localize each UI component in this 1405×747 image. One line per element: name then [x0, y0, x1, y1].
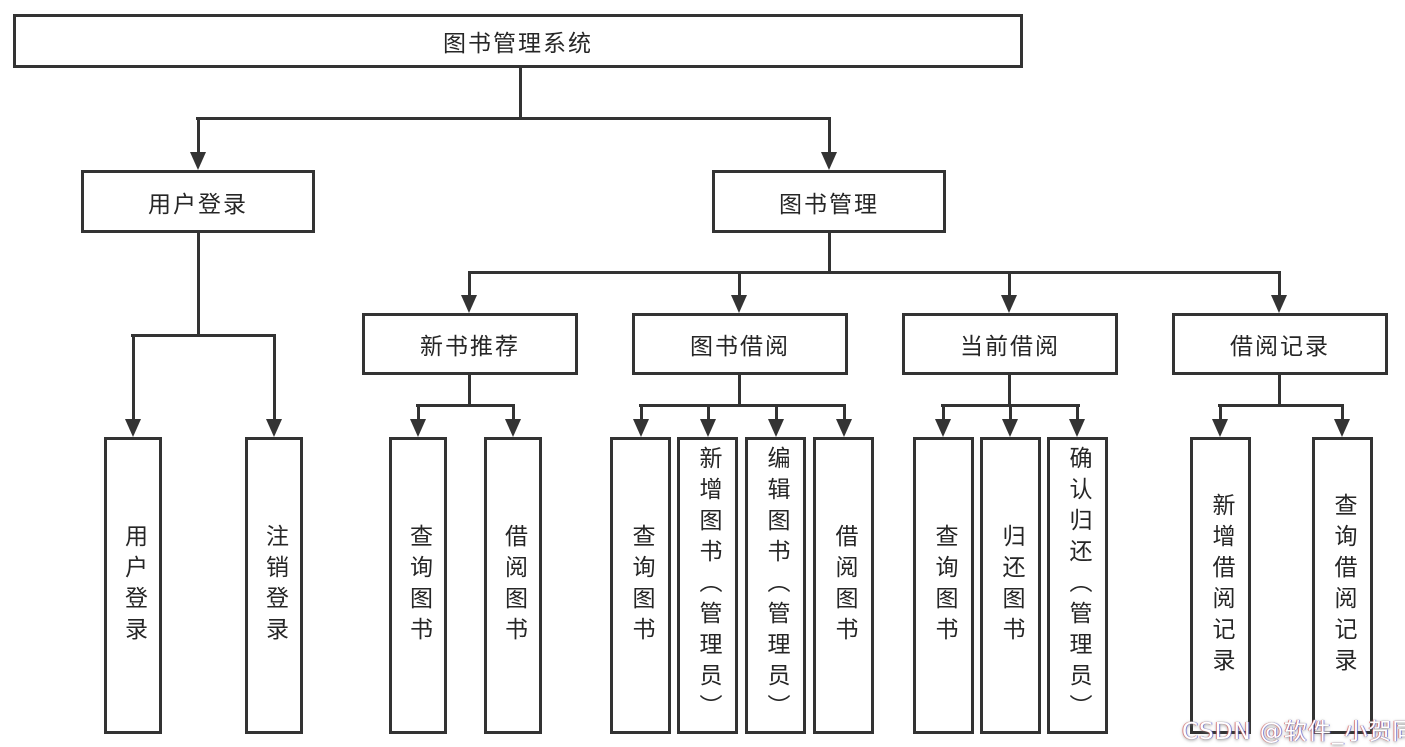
leaf-label: 查询图书 — [405, 523, 432, 648]
leaf-label: 查询图书 — [931, 523, 957, 648]
connector-arrow-stub — [774, 405, 778, 421]
leaf-edit-book-admin: 编辑图书（管理员） — [745, 437, 806, 734]
connector-line-vertical — [467, 375, 471, 407]
leaf-logout: 注销登录 — [245, 437, 303, 734]
csdn-watermark: CSDN @软件_小贺同学 — [1182, 719, 1405, 745]
leaf-label: 用户登录 — [120, 523, 147, 648]
leaf-label: 归还图书 — [998, 523, 1024, 648]
node-borrowing-records: 借阅记录 — [1172, 313, 1388, 375]
arrowhead-icon — [935, 419, 951, 437]
connector-line-horizontal — [1218, 403, 1344, 407]
node-current-borrowing: 当前借阅 — [902, 313, 1118, 375]
node-label: 图书借阅 — [690, 334, 790, 360]
arrowhead-icon — [836, 419, 852, 437]
leaf-label: 借阅图书 — [500, 523, 527, 648]
leaf-return-book: 归还图书 — [980, 437, 1041, 734]
arrowhead-icon — [633, 419, 649, 437]
arrowhead-icon — [266, 419, 282, 437]
arrowhead-icon — [1002, 419, 1018, 437]
leaf-label: 新增借阅记录 — [1208, 492, 1234, 679]
connector-arrow-stub — [639, 405, 643, 421]
connector-arrow-stub — [941, 405, 945, 421]
node-library-management-system: 图书管理系统 — [13, 14, 1023, 68]
arrowhead-icon — [1212, 419, 1228, 437]
leaf-query-books-3: 查询图书 — [913, 437, 974, 734]
arrowhead-icon — [1334, 419, 1350, 437]
connector-arrow-stub — [511, 405, 515, 421]
node-label: 图书管理 — [779, 191, 879, 218]
leaf-label: 借阅图书 — [831, 523, 857, 648]
leaf-user-login: 用户登录 — [104, 437, 162, 734]
connector-arrow-stub — [827, 118, 831, 154]
connector-line-vertical — [1007, 375, 1011, 407]
connector-arrow-stub — [1007, 272, 1011, 297]
arrowhead-icon — [1271, 295, 1287, 313]
connector-line-horizontal — [131, 333, 276, 337]
leaf-label: 注销登录 — [261, 523, 288, 648]
connector-line-horizontal — [196, 116, 831, 120]
leaf-label: 查询图书 — [628, 523, 654, 648]
leaf-query-borrow-record: 查询借阅记录 — [1312, 437, 1373, 734]
node-label: 借阅记录 — [1230, 334, 1330, 360]
connector-arrow-stub — [1340, 405, 1344, 421]
leaf-borrow-books-2: 借阅图书 — [813, 437, 874, 734]
arrowhead-icon — [125, 419, 141, 437]
leaf-query-books-1: 查询图书 — [389, 437, 447, 734]
arrowhead-icon — [410, 419, 426, 437]
leaf-label: 确认归还（管理员） — [1065, 446, 1091, 725]
arrowhead-icon — [731, 295, 747, 313]
leaf-query-books-2: 查询图书 — [610, 437, 671, 734]
connector-arrow-stub — [737, 272, 741, 297]
connector-arrow-stub — [131, 335, 135, 421]
arrowhead-icon — [821, 152, 837, 170]
connector-line-horizontal — [468, 270, 1281, 274]
node-book-borrowing: 图书借阅 — [632, 313, 848, 375]
connector-arrow-stub — [1075, 405, 1079, 421]
connector-line-horizontal — [416, 403, 515, 407]
connector-line-vertical — [196, 233, 200, 337]
node-label: 用户登录 — [148, 191, 248, 218]
connector-arrow-stub — [1008, 405, 1012, 421]
leaf-label: 新增图书（管理员） — [695, 446, 721, 725]
arrowhead-icon — [768, 419, 784, 437]
arrowhead-icon — [1001, 295, 1017, 313]
leaf-add-borrow-record: 新增借阅记录 — [1190, 437, 1251, 734]
node-new-book-recommend: 新书推荐 — [362, 313, 578, 375]
connector-line-vertical — [518, 68, 522, 120]
node-label: 图书管理系统 — [443, 31, 593, 57]
arrowhead-icon — [700, 419, 716, 437]
leaf-add-book-admin: 新增图书（管理员） — [677, 437, 738, 734]
connector-line-horizontal — [639, 403, 846, 407]
arrowhead-icon — [190, 152, 206, 170]
leaf-label: 查询借阅记录 — [1330, 492, 1356, 679]
arrowhead-icon — [1069, 419, 1085, 437]
leaf-confirm-return-admin: 确认归还（管理员） — [1047, 437, 1108, 734]
connector-arrow-stub — [272, 335, 276, 421]
leaf-borrow-books-1: 借阅图书 — [484, 437, 542, 734]
node-user-login: 用户登录 — [81, 170, 315, 233]
connector-arrow-stub — [1277, 272, 1281, 297]
connector-arrow-stub — [842, 405, 846, 421]
connector-line-vertical — [737, 375, 741, 407]
connector-arrow-stub — [706, 405, 710, 421]
connector-line-vertical — [1277, 375, 1281, 407]
leaf-label: 编辑图书（管理员） — [763, 446, 789, 725]
arrowhead-icon — [505, 419, 521, 437]
connector-line-vertical — [827, 233, 831, 274]
node-label: 当前借阅 — [960, 334, 1060, 360]
connector-arrow-stub — [196, 118, 200, 154]
node-book-management: 图书管理 — [712, 170, 946, 233]
connector-arrow-stub — [416, 405, 420, 421]
node-label: 新书推荐 — [420, 334, 520, 360]
connector-arrow-stub — [467, 272, 471, 297]
connector-arrow-stub — [1218, 405, 1222, 421]
arrowhead-icon — [461, 295, 477, 313]
